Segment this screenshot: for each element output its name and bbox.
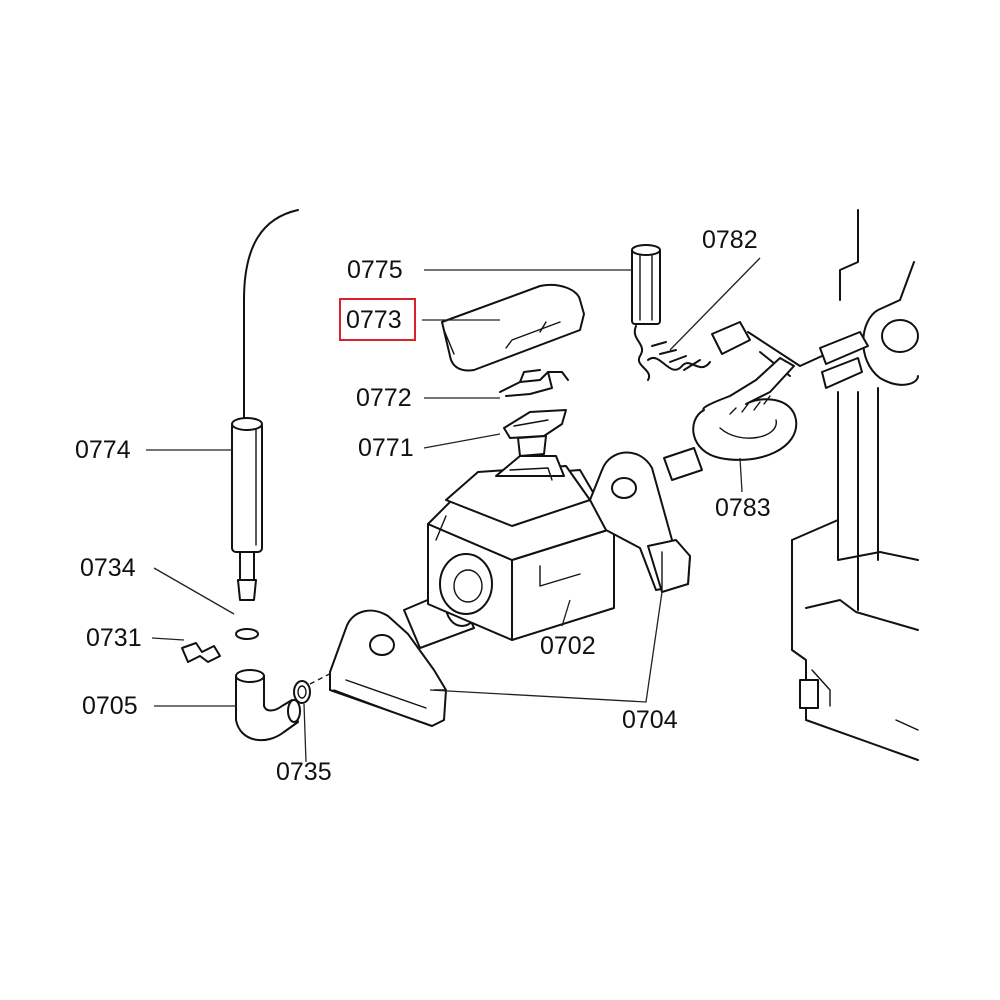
part-0772-spring-clip [499,369,569,397]
label-0704: 0704 [622,706,678,734]
part-0731-clip [181,642,221,663]
highlight-box-0773 [339,298,416,341]
housing-outline [243,209,299,421]
part-0773-cover [441,284,585,372]
part-0705-elbow [235,669,301,742]
part-0775-sleeve [631,244,661,325]
label-0705: 0705 [82,692,138,720]
label-0773: 0773 [346,306,402,334]
label-0702: 0702 [540,632,596,660]
part-0783-hose [663,357,798,481]
label-0731: 0731 [86,624,142,652]
part-0774-tube [231,417,263,601]
label-0734: 0734 [80,554,136,582]
label-0771: 0771 [358,434,414,462]
part-0704-rear-bracket [589,451,691,593]
label-0783: 0783 [715,494,771,522]
machine-housing-right [791,209,919,761]
part-0734-oring [235,628,259,640]
label-0782: 0782 [702,226,758,254]
label-0774: 0774 [75,436,131,464]
part-0702-pump-body [427,455,615,641]
label-0735: 0735 [276,758,332,786]
label-0775: 0775 [347,256,403,284]
label-0772: 0772 [356,384,412,412]
part-0704-front-bracket [329,609,447,727]
part-0735-washer [293,680,311,704]
part-0771-thermal-switch [503,409,567,457]
leader-lines [146,257,761,763]
part-0782-coil-wire [633,321,823,381]
